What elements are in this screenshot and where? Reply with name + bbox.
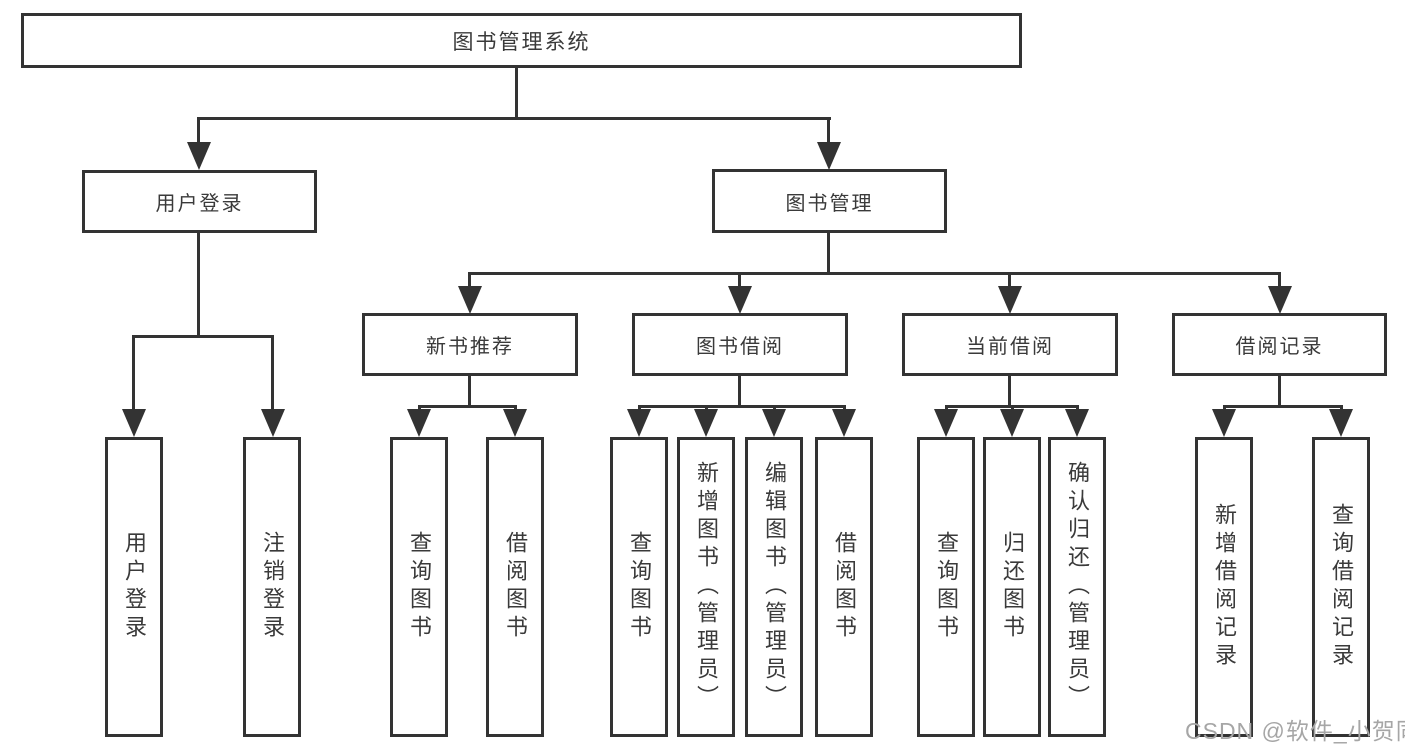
leaf-add-books-admin: 新增图书（管理员）	[677, 437, 735, 737]
node-book-management: 图书管理	[712, 169, 947, 233]
arrowhead-to-logout-leaf	[261, 409, 285, 437]
arrowhead-to-leaf	[1212, 409, 1236, 437]
arrowhead-to-leaf	[1000, 409, 1024, 437]
node-borrowing-records: 借阅记录	[1172, 313, 1387, 376]
leaf-query-borrow-record: 查询借阅记录	[1312, 437, 1370, 737]
node-label: 新书推荐	[426, 336, 514, 358]
arrowhead-to-leaf	[503, 409, 527, 437]
leaf-label: 借阅图书	[503, 531, 528, 643]
node-root-library-system: 图书管理系统	[21, 13, 1022, 68]
connector-stem-logout-leaf	[271, 337, 274, 409]
arrowhead-to-leaf	[762, 409, 786, 437]
node-user-login: 用户登录	[82, 170, 317, 233]
leaf-label: 归还图书	[1000, 531, 1025, 643]
leaf-add-borrow-record: 新增借阅记录	[1195, 437, 1253, 737]
arrowhead-to-book-borrow	[728, 286, 752, 314]
arrowhead-to-leaf	[627, 409, 651, 437]
node-label: 用户登录	[155, 193, 244, 215]
node-label: 图书管理系统	[452, 30, 591, 54]
arrowhead-to-user-login	[187, 142, 211, 170]
arrowhead-to-book-mgmt	[817, 142, 841, 170]
leaf-label: 查询图书	[627, 531, 652, 643]
node-label: 当前借阅	[966, 336, 1054, 358]
leaf-label: 注销登录	[260, 531, 285, 643]
node-book-borrowing: 图书借阅	[632, 313, 848, 376]
arrowhead-to-new-book	[458, 286, 482, 314]
connector-stem-new-book	[468, 274, 471, 288]
connector-user-login-stem	[197, 233, 200, 337]
connector-stem-borrow-record	[1278, 274, 1281, 288]
connector-stem-current-borrow	[1008, 274, 1011, 288]
leaf-confirm-return-admin: 确认归还（管理员）	[1048, 437, 1106, 737]
leaf-return-books: 归还图书	[983, 437, 1041, 737]
arrowhead-to-leaf	[1065, 409, 1089, 437]
leaf-label: 用户登录	[122, 531, 147, 643]
connector-stem-book-mgmt	[827, 119, 830, 143]
leaf-label: 查询图书	[934, 531, 959, 643]
connector-level1-rail	[197, 117, 831, 120]
connector-current-borrow-rail	[945, 405, 1079, 408]
leaf-query-books-current: 查询图书	[917, 437, 975, 737]
leaf-query-books-borrowing: 查询图书	[610, 437, 668, 737]
connector-current-borrow-stem	[1008, 376, 1011, 407]
leaf-label: 确认归还（管理员）	[1065, 461, 1090, 713]
leaf-label: 新增图书（管理员）	[694, 461, 719, 713]
connector-level3-rail	[468, 272, 1281, 275]
arrowhead-to-leaf	[407, 409, 431, 437]
csdn-watermark: CSDN @软件_小贺同学	[1185, 718, 1405, 744]
connector-book-borrow-stem	[738, 376, 741, 407]
connector-user-login-rail	[132, 335, 274, 338]
connector-stem-user-login	[197, 119, 200, 143]
node-current-borrowing: 当前借阅	[902, 313, 1118, 376]
node-label: 图书管理	[785, 192, 874, 215]
connector-stem-login-leaf	[132, 337, 135, 409]
arrowhead-to-borrow-record	[1268, 286, 1292, 314]
leaf-edit-books-admin: 编辑图书（管理员）	[745, 437, 803, 737]
connector-root-stem	[515, 67, 518, 120]
arrowhead-to-leaf	[934, 409, 958, 437]
leaf-label: 新增借阅记录	[1212, 503, 1237, 671]
node-new-book-recommend: 新书推荐	[362, 313, 578, 376]
arrowhead-to-leaf	[694, 409, 718, 437]
arrowhead-to-leaf	[1329, 409, 1353, 437]
leaf-borrow-books: 借阅图书	[815, 437, 873, 737]
connector-new-book-rail	[418, 405, 517, 408]
leaf-borrow-books-recommend: 借阅图书	[486, 437, 544, 737]
connector-book-mgmt-stem	[827, 233, 830, 274]
connector-stem-book-borrow	[738, 274, 741, 288]
arrowhead-to-current-borrow	[998, 286, 1022, 314]
connector-new-book-stem	[468, 376, 471, 407]
connector-book-borrow-rail	[638, 405, 846, 408]
node-label: 图书借阅	[696, 336, 784, 358]
leaf-logout: 注销登录	[243, 437, 301, 737]
arrowhead-to-leaf	[832, 409, 856, 437]
node-label: 借阅记录	[1235, 336, 1324, 358]
connector-borrow-record-stem	[1278, 376, 1281, 407]
leaf-label: 借阅图书	[832, 531, 857, 643]
connector-borrow-record-rail	[1223, 405, 1343, 408]
leaf-user-login: 用户登录	[105, 437, 163, 737]
leaf-label: 查询借阅记录	[1329, 503, 1354, 671]
leaf-label: 查询图书	[407, 531, 432, 643]
leaf-label: 编辑图书（管理员）	[762, 461, 787, 713]
leaf-query-books-recommend: 查询图书	[390, 437, 448, 737]
arrowhead-to-login-leaf	[122, 409, 146, 437]
